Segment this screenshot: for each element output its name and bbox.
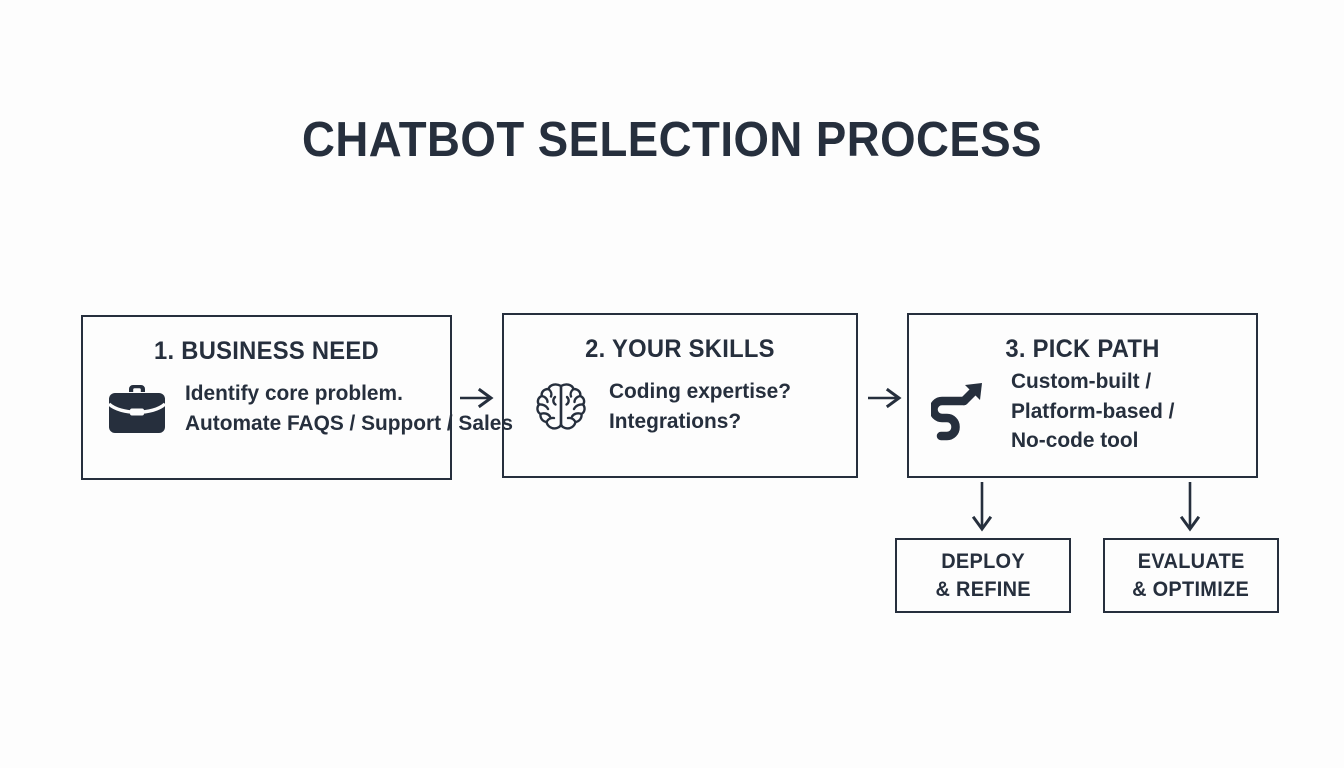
outcome-box-evaluate-optimize[interactable]: EVALUATE & OPTIMIZE <box>1103 538 1279 613</box>
stage-description-line: Integrations? <box>609 408 742 433</box>
stage-description: Coding expertise? Integrations? <box>609 377 791 436</box>
brain-icon <box>529 378 593 436</box>
arrow-stage3-to-evaluate-icon <box>1177 481 1203 537</box>
stage-description-line: Identify core problem. <box>185 381 403 405</box>
stage-box-pick-path[interactable]: 3. PICK PATH Custom-built / Platform-bas… <box>907 313 1258 478</box>
briefcase-icon <box>105 380 169 438</box>
arrow-stage3-to-deploy-icon <box>969 481 995 537</box>
stage-heading: 1. BUSINESS NEED <box>154 337 379 365</box>
stage-box-business-need[interactable]: 1. BUSINESS NEED Identify core problem. … <box>81 315 513 480</box>
stage-description-line: Automate FAQS / Support / Sales <box>185 410 513 435</box>
stage-heading: 3. PICK PATH <box>1005 335 1160 363</box>
stage-box-your-skills[interactable]: 2. YOUR SKILLS <box>502 313 858 478</box>
outcome-label-line: EVALUATE <box>1137 549 1245 573</box>
stage-description-line: Custom-built / <box>1011 369 1152 393</box>
arrow-stage2-to-stage3-icon <box>866 385 906 411</box>
page-title: CHATBOT SELECTION PROCESS <box>302 113 1042 167</box>
outcome-label-line: & REFINE <box>935 577 1031 601</box>
stage-description-line: Coding expertise? <box>609 379 791 403</box>
outcome-label-line: DEPLOY <box>941 549 1025 573</box>
stage-content: Coding expertise? Integrations? <box>529 377 797 436</box>
stage-description-line: Platform-based / <box>1011 398 1175 423</box>
stage-heading: 2. YOUR SKILLS <box>585 335 775 363</box>
stage-content: Custom-built / Platform-based / No-code … <box>931 367 1179 456</box>
arrow-stage1-to-stage2-icon <box>458 385 498 411</box>
stage-content: Identify core problem. Automate FAQS / S… <box>105 379 523 438</box>
stage-description-line: No-code tool <box>1011 428 1139 453</box>
outcome-box-deploy-refine[interactable]: DEPLOY & REFINE <box>895 538 1071 613</box>
stage-description: Custom-built / Platform-based / No-code … <box>1011 367 1174 456</box>
winding-path-arrow-icon <box>931 382 995 441</box>
stage-description: Identify core problem. Automate FAQS / S… <box>185 379 513 438</box>
outcome-label-line: & OPTIMIZE <box>1132 577 1250 601</box>
